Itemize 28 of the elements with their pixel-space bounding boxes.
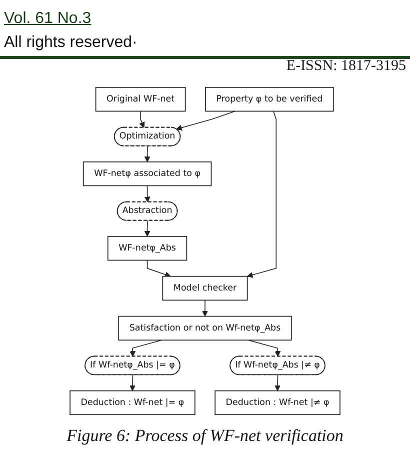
issn-text: E-ISSN: 1817-3195 <box>286 58 406 75</box>
arrow <box>144 220 150 237</box>
arrow <box>202 300 208 317</box>
process-box: Model checker <box>162 276 248 301</box>
figure-caption: Figure 6: Process of WF-net verification <box>66 426 344 445</box>
dashed-rounded-box: If Wf-netφ_Abs |≠ φ <box>230 356 326 376</box>
process-box: WF-netφ associated to φ <box>82 161 212 186</box>
dashed-rounded-box: If Wf-netφ_Abs |= φ <box>84 356 180 376</box>
process-box: Original WF-net <box>95 86 186 112</box>
arrow <box>248 340 281 357</box>
arrow <box>144 146 150 162</box>
copyright-text: All rights reserved· <box>4 34 138 52</box>
arrow <box>176 110 236 131</box>
process-box: Property φ to be verified <box>205 86 334 112</box>
dashed-rounded-box: Abstraction <box>116 201 178 221</box>
arrow <box>274 374 280 392</box>
arrow <box>130 374 136 392</box>
arrow <box>130 340 162 357</box>
dashed-rounded-box: Optimization <box>114 126 181 146</box>
issue-number: Vol. 61 No.3 <box>4 10 92 28</box>
arrow <box>144 185 150 202</box>
process-box: Satisfaction or not on Wf-netφ_Abs <box>118 316 292 341</box>
arrow <box>139 110 145 128</box>
arrow <box>247 110 277 278</box>
process-box: Deduction : Wf-net |≠ φ <box>214 390 340 416</box>
arrow <box>146 260 171 278</box>
process-box: WF-netφ_Abs <box>107 236 188 261</box>
process-box: Deduction : Wf-net |= φ <box>70 390 196 416</box>
